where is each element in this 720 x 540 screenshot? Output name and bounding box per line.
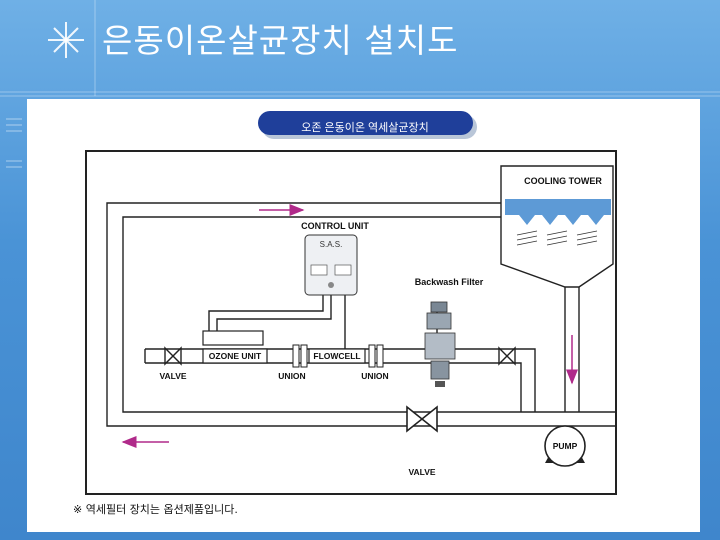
- flowcell: FLOWCELL: [308, 348, 366, 364]
- ozone-unit-label: OZONE UNIT: [209, 351, 262, 361]
- backwash-filter-label: Backwash Filter: [415, 277, 484, 287]
- valve-left-label: VALVE: [159, 371, 186, 381]
- slide-title: 은동이온살균장치 설치도: [102, 21, 459, 60]
- footnote: ※ 역세필터 장치는 옵션제품입니다.: [73, 503, 238, 516]
- union-left: [292, 344, 308, 368]
- diagram-panel: 오존 은동이온 역세살균장치: [27, 99, 700, 532]
- ozone-unit: OZONE UNIT: [202, 330, 268, 364]
- sparkle-icon: [48, 22, 84, 58]
- banner-text: 오존 은동이온 역세살균장치: [301, 121, 429, 134]
- flowcell-label: FLOWCELL: [313, 351, 360, 361]
- valve-bottom-label: VALVE: [408, 467, 435, 477]
- control-unit: CONTROL UNIT S.A.S.: [301, 221, 369, 296]
- installation-diagram: 오존 은동이온 역세살균장치: [85, 111, 617, 495]
- pump: PUMP: [544, 425, 586, 467]
- valve-right-icon: [498, 346, 516, 366]
- union-right-label: UNION: [361, 371, 388, 381]
- flow-arrows: [121, 204, 578, 448]
- valve-left-icon: [164, 346, 182, 366]
- union-left-label: UNION: [278, 371, 305, 381]
- control-unit-panel-text: S.A.S.: [320, 240, 343, 249]
- union-right: [368, 344, 384, 368]
- title-banner: 오존 은동이온 역세살균장치: [258, 111, 477, 139]
- diagram-frame: [85, 150, 617, 495]
- cooling-tower-label: COOLING TOWER: [524, 176, 602, 186]
- pump-label: PUMP: [553, 441, 578, 451]
- backwash-filter: Backwash Filter: [415, 277, 484, 387]
- valve-bottom-icon: [406, 405, 438, 433]
- control-unit-label: CONTROL UNIT: [301, 221, 369, 231]
- pipe-network: [106, 202, 617, 427]
- cooling-tower: COOLING TOWER: [500, 165, 614, 288]
